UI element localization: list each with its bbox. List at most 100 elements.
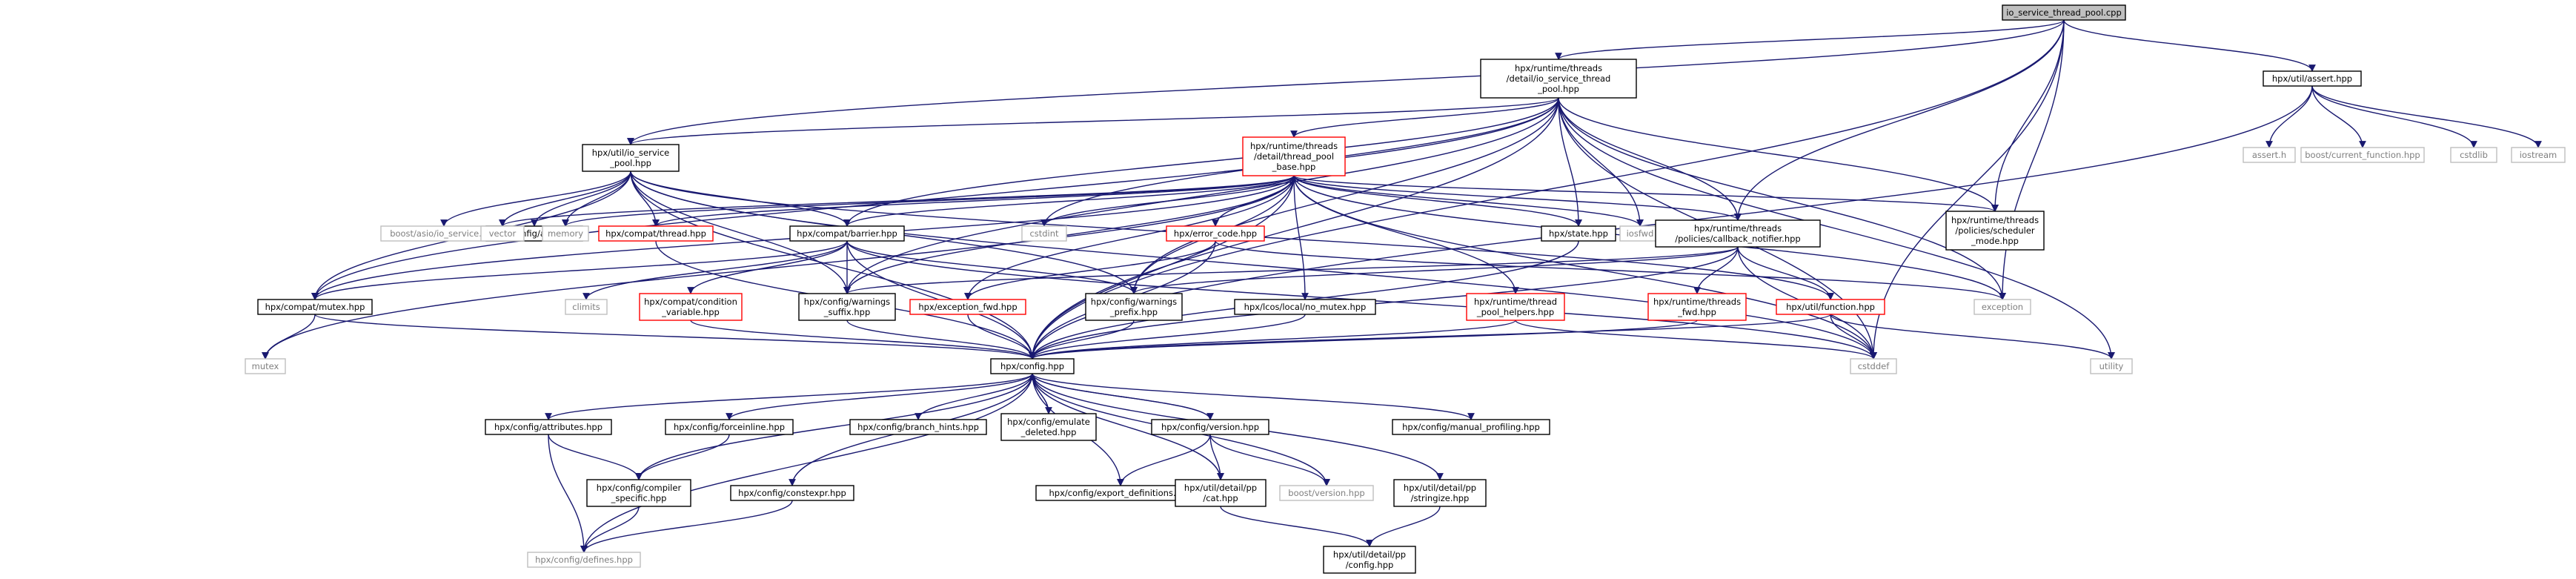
node-box	[1466, 293, 1565, 321]
edge-root-to-exception	[1999, 19, 2065, 300]
node-current-function: boost/current_function.hpp	[2300, 147, 2425, 163]
node-label: hpx/lcos/local/no_mutex.hpp	[1244, 302, 1367, 312]
node-config-attributes[interactable]: hpx/config/attributes.hpp	[485, 419, 612, 435]
node-config-constexpr[interactable]: hpx/config/constexpr.hpp	[730, 485, 854, 501]
node-label: hpx/util/detail/pp/stringize.hpp	[1404, 483, 1476, 503]
edge-condition_variable-to-config_hpp	[690, 320, 1036, 360]
node-box	[1151, 419, 1269, 435]
node-box	[1234, 299, 1376, 315]
node-label: hpx/compat/thread.hpp	[605, 228, 706, 239]
node-exception-fwd[interactable]: hpx/exception_fwd.hpp	[909, 299, 1026, 315]
edge-io_service_thread_pool_hpp-to-warnings_suffix	[843, 97, 1559, 294]
edge-util_assert-to-cstdlib	[2311, 85, 2477, 148]
node-box	[730, 485, 854, 501]
edge-config_version-to-config_export_definitions	[1117, 434, 1211, 486]
node-label: cstddef	[1858, 361, 1890, 371]
edge-callback_notifier-to-config_hpp	[1029, 246, 1739, 360]
node-config-hpp[interactable]: hpx/config.hpp	[990, 358, 1075, 374]
node-label: hpx/runtime/thread_pool_helpers.hpp	[1474, 297, 1557, 317]
edge-callback_notifier-to-warnings_suffix	[843, 246, 1739, 294]
node-error-code[interactable]: hpx/error_code.hpp	[1166, 225, 1265, 242]
node-compat-barrier[interactable]: hpx/compat/barrier.hpp	[789, 225, 905, 242]
node-config-export-definitions[interactable]: hpx/config/export_definitions.hpp	[1035, 485, 1206, 501]
edge-compat_mutex-to-config_hpp	[314, 314, 1036, 360]
edge-root-to-util_assert	[2063, 19, 2316, 72]
edge-compat_barrier-to-compat_mutex	[311, 240, 848, 300]
edge-util_io_service_pool-to-compat_barrier	[630, 171, 851, 227]
node-box	[1850, 358, 1897, 374]
edge-compat_barrier-to-climits	[582, 240, 848, 300]
node-boost-asio-io-service: boost/asio/io_service.hpp	[380, 225, 508, 242]
node-condition-variable[interactable]: hpx/compat/condition_variable.hpp	[639, 293, 743, 321]
node-config-manual-profiling[interactable]: hpx/config/manual_profiling.hpp	[1392, 419, 1550, 435]
edge-thread_pool_base-to-cstddef	[1293, 175, 1877, 360]
node-pp-cat[interactable]: hpx/util/detail/pp/cat.hpp	[1175, 479, 1267, 507]
node-box	[598, 225, 714, 242]
edge-root-to-io_service_thread_pool_hpp	[1555, 19, 2065, 60]
node-box	[1021, 225, 1067, 242]
node-label: hpx/compat/condition_variable.hpp	[644, 297, 737, 317]
node-label: hpx/config/warnings_suffix.hpp	[804, 297, 890, 317]
node-box	[257, 299, 373, 315]
node-box	[1242, 136, 1346, 176]
node-box	[2300, 147, 2425, 163]
edge-util_function-to-cstddef	[1830, 314, 1877, 360]
edge-io_service_thread_pool_hpp-to-warnings_prefix	[1130, 97, 1559, 294]
node-no-mutex[interactable]: hpx/lcos/local/no_mutex.hpp	[1234, 299, 1376, 315]
node-thread-pool-base[interactable]: hpx/runtime/threads/detail/thread_pool_b…	[1242, 136, 1346, 176]
edge-config_hpp-to-config_compiler_specific	[635, 373, 1033, 480]
edge-util_function-to-utility	[1830, 314, 2115, 360]
node-util-assert[interactable]: hpx/util/assert.hpp	[2263, 70, 2362, 87]
node-box	[586, 479, 691, 507]
node-compat-mutex[interactable]: hpx/compat/mutex.hpp	[257, 299, 373, 315]
node-label: io_service_thread_pool.cpp	[2006, 7, 2122, 18]
node-pp-config[interactable]: hpx/util/detail/pp/config.hpp	[1323, 546, 1416, 574]
edges-layer	[262, 19, 2542, 553]
node-util-io-service-pool[interactable]: hpx/util/io_service_pool.hpp	[582, 144, 680, 172]
node-box	[1085, 293, 1183, 321]
edge-config_compiler_specific-to-config_defines	[580, 506, 640, 553]
node-box	[789, 225, 905, 242]
node-cstddef: cstddef	[1850, 358, 1897, 374]
node-root[interactable]: io_service_thread_pool.cpp	[2002, 4, 2126, 21]
node-io-service-thread-pool-hpp[interactable]: hpx/runtime/threads/detail/io_service_th…	[1480, 59, 1637, 99]
edge-util_function-to-config_hpp	[1029, 314, 1831, 360]
edge-root-to-cstddef	[1870, 19, 2065, 360]
node-compat-thread[interactable]: hpx/compat/thread.hpp	[598, 225, 714, 242]
node-label: hpx/compat/barrier.hpp	[797, 228, 897, 239]
node-util-function[interactable]: hpx/util/function.hpp	[1776, 299, 1885, 315]
node-box	[1175, 479, 1267, 507]
node-threads-fwd[interactable]: hpx/runtime/threads_fwd.hpp	[1647, 293, 1747, 321]
node-scheduler-mode[interactable]: hpx/runtime/threads/policies/scheduler_m…	[1945, 211, 2045, 251]
node-warnings-suffix[interactable]: hpx/config/warnings_suffix.hpp	[798, 293, 896, 321]
node-config-compiler-specific[interactable]: hpx/config/compiler_specific.hpp	[586, 479, 691, 507]
node-label: hpx/runtime/threads/policies/scheduler_m…	[1951, 215, 2039, 246]
edge-config_attributes-to-config_compiler_specific	[548, 434, 643, 480]
node-callback-notifier[interactable]: hpx/runtime/threads/policies/callback_no…	[1655, 219, 1821, 248]
node-label: hpx/compat/mutex.hpp	[265, 302, 365, 312]
node-box	[485, 419, 612, 435]
edge-thread_pool_base-to-callback_notifier	[1293, 175, 1742, 221]
edge-io_service_thread_pool_hpp-to-iosfwd	[1558, 97, 1644, 227]
node-pp-stringize[interactable]: hpx/util/detail/pp/stringize.hpp	[1393, 479, 1487, 507]
node-label: hpx/config/forceinline.hpp	[674, 422, 785, 432]
node-climits: climits	[565, 299, 608, 315]
node-thread-pool-helpers[interactable]: hpx/runtime/thread_pool_helpers.hpp	[1466, 293, 1565, 321]
node-box	[639, 293, 743, 321]
edge-thread_pool_base-to-compat_barrier	[843, 175, 1295, 227]
node-memory: memory	[542, 225, 589, 242]
node-state-hpp[interactable]: hpx/state.hpp	[1541, 225, 1616, 242]
node-config-version[interactable]: hpx/config/version.hpp	[1151, 419, 1269, 435]
edge-thread_pool_base-to-no_mutex	[1293, 175, 1309, 300]
edge-io_service_thread_pool_hpp-to-scheduler_mode	[1558, 97, 1999, 212]
node-config-branch-hints[interactable]: hpx/config/branch_hints.hpp	[849, 419, 987, 435]
node-warnings-prefix[interactable]: hpx/config/warnings_prefix.hpp	[1085, 293, 1183, 321]
edge-io_service_thread_pool_hpp-to-state_hpp	[1558, 97, 1582, 227]
node-label: hpx/config/defines.hpp	[535, 555, 633, 565]
node-label: hpx/runtime/threads/detail/io_service_th…	[1507, 63, 1611, 94]
node-config-emulate-deleted[interactable]: hpx/config/emulate_deleted.hpp	[1000, 413, 1097, 441]
node-exception: exception	[1974, 299, 2031, 315]
edge-pp_stringize-to-pp_config	[1366, 506, 1441, 547]
node-config-forceinline[interactable]: hpx/config/forceinline.hpp	[665, 419, 794, 435]
